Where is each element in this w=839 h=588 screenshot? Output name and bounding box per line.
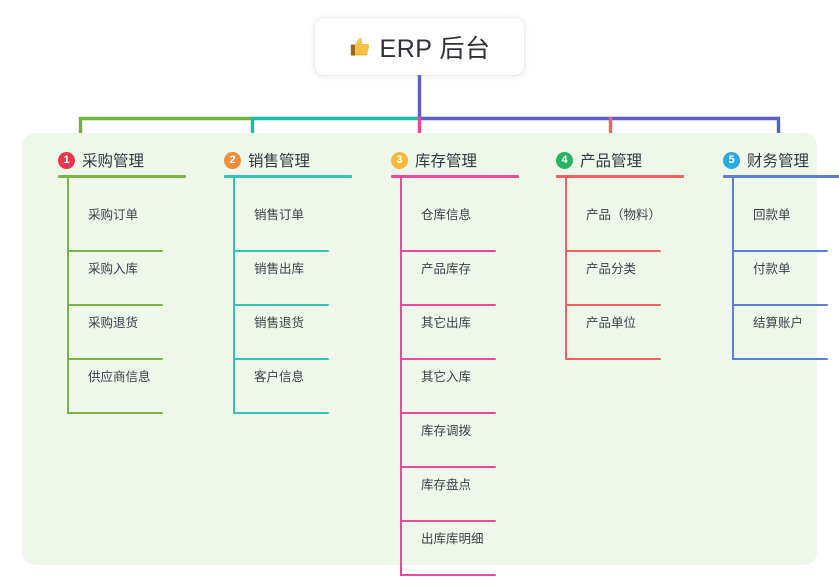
branch-column-2: 2 销售管理销售订单销售出库销售退货客户信息 bbox=[207, 145, 372, 414]
branch-leaf-item[interactable]: 客户信息 bbox=[233, 360, 329, 414]
branch-title: 产品管理 bbox=[580, 153, 643, 170]
branch-leaf-label: 采购退货 bbox=[88, 316, 139, 330]
branch-leaf-label: 其它入库 bbox=[421, 370, 472, 384]
branch-leaf-underline bbox=[67, 250, 163, 252]
branch-header-3[interactable]: 3 库存管理 bbox=[374, 145, 539, 175]
branch-leaf-underline bbox=[233, 250, 329, 252]
branch-leaf-label: 仓库信息 bbox=[421, 208, 472, 222]
branch-title: 采购管理 bbox=[82, 153, 145, 170]
branch-header-5[interactable]: 5 财务管理 bbox=[706, 145, 839, 175]
branch-column-5: 5 财务管理回款单付款单结算账户 bbox=[706, 145, 839, 360]
branch-column-4: 4 产品管理产品（物料） 产品分类产品单位 bbox=[539, 145, 704, 360]
root-node-erp-backend[interactable]: ERP 后台 bbox=[315, 18, 524, 75]
branch-leaf-label: 库存调拨 bbox=[421, 424, 472, 438]
branch-leaf-underline bbox=[67, 304, 163, 306]
branch-leaf-underline bbox=[565, 358, 661, 360]
branch-leaf-label: 销售订单 bbox=[254, 208, 305, 222]
branch-leaf-label: 采购订单 bbox=[88, 208, 139, 222]
branch-leaf-underline bbox=[67, 358, 163, 360]
branch-header-2[interactable]: 2 销售管理 bbox=[207, 145, 372, 175]
branch-leaf-label: 销售出库 bbox=[254, 262, 305, 276]
branch-leaf-item[interactable]: 出库库明细 bbox=[400, 522, 496, 576]
branch-leaf-item[interactable]: 结算账户 bbox=[732, 306, 828, 360]
branch-leaf-label: 付款单 bbox=[753, 262, 791, 276]
branch-leaf-label: 供应商信息 bbox=[88, 370, 151, 384]
branch-leaf-item[interactable]: 采购退货 bbox=[67, 306, 163, 360]
branch-leaf-label: 采购入库 bbox=[88, 262, 139, 276]
branch-number-badge: 3 bbox=[391, 151, 408, 169]
branch-leaf-item[interactable]: 产品单位 bbox=[565, 306, 661, 360]
thumbs-up-icon bbox=[350, 37, 369, 56]
branch-leaf-label: 回款单 bbox=[753, 208, 791, 222]
branch-leaf-label: 销售退货 bbox=[254, 316, 305, 330]
branch-leaf-item[interactable]: 库存盘点 bbox=[400, 468, 496, 522]
branches-panel bbox=[22, 133, 817, 565]
branch-title: 财务管理 bbox=[747, 153, 810, 170]
branch-title-underline bbox=[723, 175, 839, 178]
branch-title-underline bbox=[391, 175, 519, 178]
branch-leaf-underline bbox=[400, 574, 496, 576]
branch-column-1: 1 采购管理采购订单采购入库采购退货供应商信息 bbox=[41, 145, 206, 414]
branch-number-badge: 2 bbox=[224, 151, 241, 169]
branch-leaf-item[interactable]: 付款单 bbox=[732, 252, 828, 306]
branch-leaf-item[interactable]: 产品（物料） bbox=[565, 198, 661, 252]
branch-leaf-item[interactable]: 销售订单 bbox=[233, 198, 329, 252]
branch-column-3: 3 库存管理仓库信息产品库存其它出库其它入库库存调拨库存盘点出库库明细 bbox=[374, 145, 539, 576]
branch-leaf-item[interactable]: 其它出库 bbox=[400, 306, 496, 360]
branch-spine bbox=[565, 177, 567, 360]
branch-leaf-item[interactable]: 仓库信息 bbox=[400, 198, 496, 252]
branch-leaf-item[interactable]: 销售出库 bbox=[233, 252, 329, 306]
branch-title-underline bbox=[224, 175, 352, 178]
branch-spine bbox=[400, 177, 402, 576]
branch-leaf-underline bbox=[233, 304, 329, 306]
branch-leaf-underline bbox=[400, 304, 496, 306]
branch-leaf-label: 产品单位 bbox=[586, 316, 637, 330]
branch-leaf-underline bbox=[400, 412, 496, 414]
branch-leaf-label: 产品（物料） bbox=[586, 208, 662, 222]
root-node-content: ERP 后台 bbox=[349, 29, 491, 65]
branch-leaf-label: 库存盘点 bbox=[421, 478, 472, 492]
branch-leaf-label: 客户信息 bbox=[254, 370, 305, 384]
root-node-title: ERP 后台 bbox=[379, 34, 491, 63]
branch-leaf-underline bbox=[400, 250, 496, 252]
branch-leaf-item[interactable]: 回款单 bbox=[732, 198, 828, 252]
branch-leaf-underline bbox=[732, 250, 828, 252]
branch-leaf-underline bbox=[233, 358, 329, 360]
branch-leaf-item[interactable]: 库存调拨 bbox=[400, 414, 496, 468]
branch-leaf-label: 产品分类 bbox=[586, 262, 637, 276]
branch-leaf-underline bbox=[233, 412, 329, 414]
branch-leaf-label: 结算账户 bbox=[753, 316, 804, 330]
branch-spine bbox=[233, 177, 235, 414]
branch-spine bbox=[67, 177, 69, 414]
branch-number-badge: 4 bbox=[556, 151, 573, 169]
branch-leaf-underline bbox=[732, 304, 828, 306]
branch-leaf-underline bbox=[67, 412, 163, 414]
branch-leaf-item[interactable]: 采购订单 bbox=[67, 198, 163, 252]
branch-leaf-item[interactable]: 销售退货 bbox=[233, 306, 329, 360]
branch-title-underline bbox=[556, 175, 684, 178]
branch-leaf-item[interactable]: 采购入库 bbox=[67, 252, 163, 306]
branch-spine bbox=[732, 177, 734, 360]
branch-number-badge: 1 bbox=[58, 151, 75, 169]
branch-leaf-label: 其它出库 bbox=[421, 316, 472, 330]
branch-leaf-underline bbox=[732, 358, 828, 360]
branch-leaf-item[interactable]: 产品库存 bbox=[400, 252, 496, 306]
branch-leaf-underline bbox=[400, 466, 496, 468]
branch-header-1[interactable]: 1 采购管理 bbox=[41, 145, 206, 175]
branch-leaf-label: 产品库存 bbox=[421, 262, 472, 276]
branch-title-underline bbox=[58, 175, 186, 178]
branch-leaf-item[interactable]: 产品分类 bbox=[565, 252, 661, 306]
branch-header-4[interactable]: 4 产品管理 bbox=[539, 145, 704, 175]
branch-title: 库存管理 bbox=[415, 153, 478, 170]
branch-leaf-item[interactable]: 供应商信息 bbox=[67, 360, 163, 414]
branch-title: 销售管理 bbox=[248, 153, 311, 170]
branch-number-badge: 5 bbox=[723, 151, 740, 169]
branch-leaf-underline bbox=[565, 250, 661, 252]
branch-leaf-label: 出库库明细 bbox=[421, 532, 484, 546]
branch-leaf-underline bbox=[400, 520, 496, 522]
branch-leaf-item[interactable]: 其它入库 bbox=[400, 360, 496, 414]
branch-leaf-underline bbox=[565, 304, 661, 306]
branch-leaf-underline bbox=[400, 358, 496, 360]
